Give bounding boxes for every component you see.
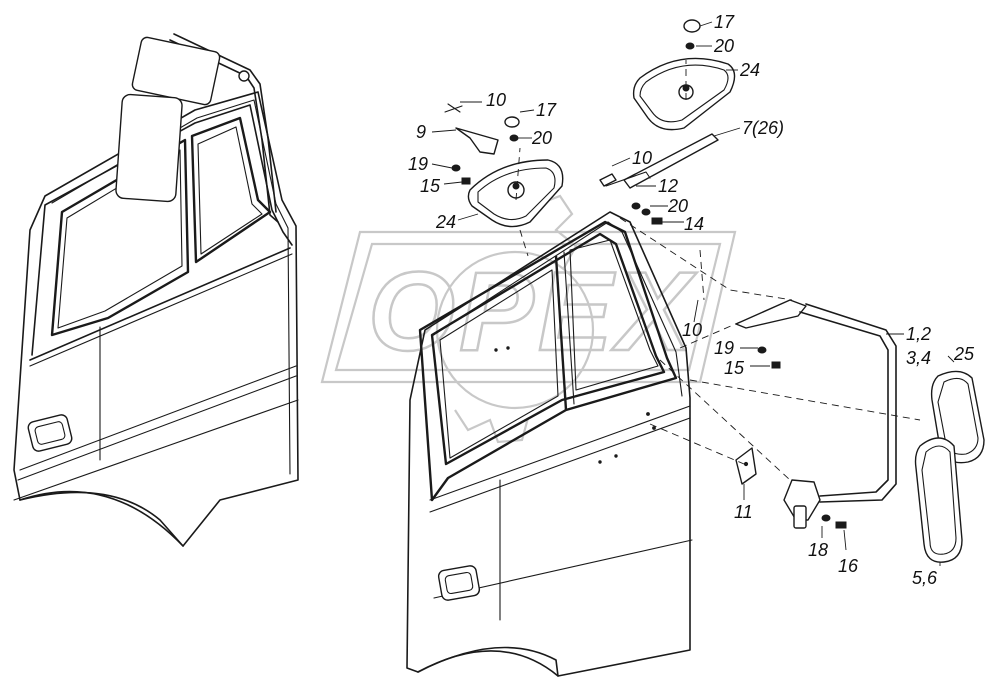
part-24-lower [467, 159, 564, 228]
assembly-lines [515, 60, 921, 481]
watermark-logo: OPEX [320, 183, 737, 444]
right-door-handle [437, 565, 481, 601]
callout-19-lower: 19 [714, 338, 734, 358]
callout-10-low: 10 [682, 320, 702, 340]
callout-11: 11 [734, 502, 753, 522]
callout-7-26: 7(26) [742, 118, 784, 138]
callout-24-mid: 24 [435, 212, 456, 232]
callout-5-6: 5,6 [912, 568, 938, 588]
leader-lines [431, 21, 955, 566]
part-9-bracket [444, 103, 520, 185]
callout-25: 25 [953, 344, 975, 364]
right-door-exploded [406, 211, 693, 677]
callout-16: 16 [838, 556, 859, 576]
callout-18: 18 [808, 540, 828, 560]
part-5-6-mirror [914, 437, 963, 563]
screw-16 [835, 521, 847, 529]
part-1-4-mirror-arm [735, 299, 897, 529]
callout-labels: 17 20 24 10 17 9 20 7(26) 19 15 10 12 20… [408, 12, 975, 588]
left-door-assembled [13, 33, 299, 547]
callout-12: 12 [658, 176, 678, 196]
callout-17-top: 17 [714, 12, 735, 32]
callout-15-lower: 15 [724, 358, 745, 378]
callout-14: 14 [684, 214, 704, 234]
callout-3-4: 3,4 [906, 348, 931, 368]
left-door-main-mirror [115, 93, 183, 203]
left-door-handle [27, 414, 73, 452]
washer-20-mid [509, 134, 519, 142]
callout-17-mid: 17 [536, 100, 557, 120]
part-19-15-lower [757, 346, 781, 369]
washer-18 [821, 514, 831, 522]
washer-19-upper [451, 164, 461, 172]
callout-19-upper: 19 [408, 154, 428, 174]
screw-15-upper [461, 177, 471, 185]
callout-10-mid: 10 [632, 148, 652, 168]
callout-15-upper: 15 [420, 176, 441, 196]
callout-20-mid: 20 [531, 128, 552, 148]
part-7-arm [599, 133, 719, 225]
watermark-text: OPEX [368, 249, 698, 374]
washer-20-top [685, 42, 695, 50]
callout-20-right: 20 [667, 196, 688, 216]
callout-1-2: 1,2 [906, 324, 931, 344]
callout-24-top: 24 [739, 60, 760, 80]
part-11-plate [735, 447, 757, 485]
cap-17-mid [504, 116, 520, 128]
callout-9: 9 [416, 122, 426, 142]
callout-20-top: 20 [713, 36, 734, 56]
cap-17-top [683, 19, 701, 33]
callout-10-top: 10 [486, 90, 506, 110]
